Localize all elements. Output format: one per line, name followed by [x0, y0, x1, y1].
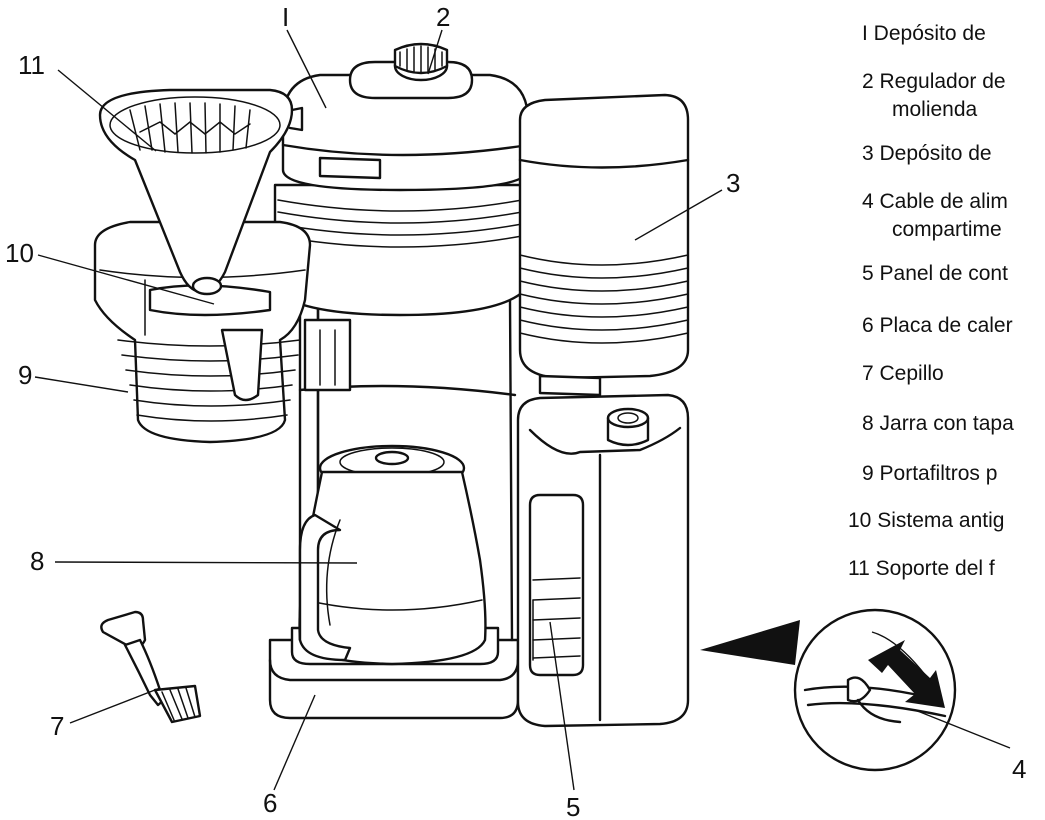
legend-item-2-cont: molienda: [892, 98, 978, 121]
callout-5: 5: [566, 792, 580, 820]
legend-item-7: 7 Cepillo: [862, 362, 944, 385]
water-tank: [518, 93, 690, 397]
legend-item-11: 11 Soporte del f: [848, 557, 995, 580]
legend: I Depósito de 2 Regulador de molienda 3 …: [848, 22, 1014, 580]
legend-item-5: 5 Panel de cont: [862, 262, 1008, 285]
legend-item-1: I Depósito de: [862, 22, 986, 45]
bean-hopper: [273, 42, 530, 317]
callout-1: I: [282, 2, 289, 32]
legend-item-3: 3 Depósito de: [862, 142, 992, 165]
callout-2: 2: [436, 2, 450, 32]
legend-item-6: 6 Placa de caler: [862, 314, 1013, 337]
carafe: [298, 444, 487, 666]
callout-3: 3: [726, 168, 740, 198]
callout-11: 11: [18, 50, 45, 80]
callout-4: 4: [1012, 754, 1026, 784]
callout-10: 10: [5, 238, 34, 268]
legend-item-8: 8 Jarra con tapa: [862, 412, 1014, 435]
legend-item-4-cont: compartime: [892, 218, 1002, 241]
callout-8: 8: [30, 546, 44, 576]
legend-item-9: 9 Portafiltros p: [862, 462, 997, 485]
filter-holder: [93, 220, 312, 444]
callout-9: 9: [18, 360, 32, 390]
cable-zoom-inset: [700, 608, 957, 772]
legend-item-4: 4 Cable de alim: [862, 190, 1008, 213]
leader-lines: [34, 29, 1011, 791]
callout-6: 6: [263, 788, 277, 818]
legend-item-2: 2 Regulador de: [862, 70, 1006, 93]
control-column: [516, 393, 690, 728]
callout-numbers: I 2 3 4 5 6 7 8 9 10 11: [5, 2, 1026, 820]
filter-cone: [98, 88, 304, 296]
callout-7: 7: [50, 711, 64, 741]
legend-item-10: 10 Sistema antig: [848, 509, 1004, 532]
